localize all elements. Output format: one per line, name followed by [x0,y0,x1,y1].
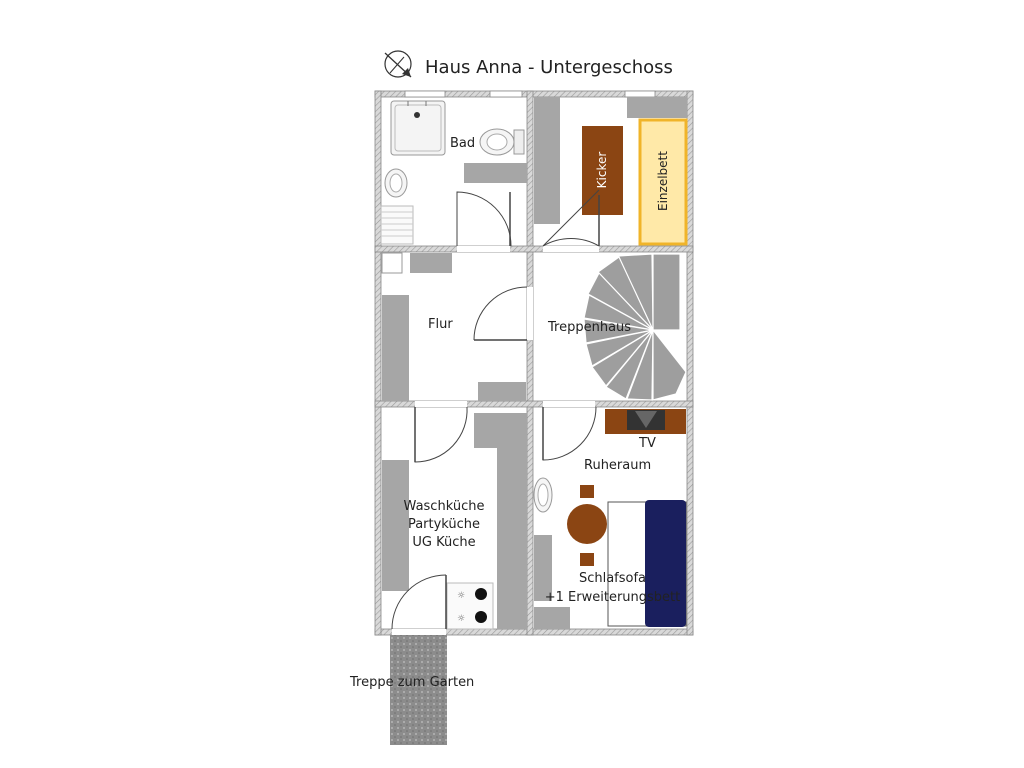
spiral-staircase [583,253,687,401]
exterior-walls [374,90,694,636]
bathroom-counter [464,163,527,183]
door-swing-bad [456,191,512,247]
plan-title: Haus Anna - Untergeschoss [425,57,673,78]
sofa-label: Schlafsofa [578,571,647,586]
kicker-label: Kicker [595,151,609,189]
chair [580,485,594,498]
compass-icon [384,50,412,78]
garden-stairs [390,635,447,745]
counter [497,448,527,629]
interior-walls [374,90,694,636]
chair [580,553,594,566]
room-label-ug-kueche: UG Küche [412,535,476,550]
bathroom-fixtures [380,100,527,247]
drain-icon [414,112,420,118]
garden-stairs-label: Treppe zum Garten [350,675,475,690]
room-label-flur: Flur [428,317,453,332]
hall-shelf [410,253,452,273]
wardrobe [382,295,409,401]
sofa-bed [645,500,686,627]
einzelbett-label: Einzelbett [656,151,670,211]
round-table [567,504,607,544]
stove-icon [446,582,494,630]
shower-tray [390,100,446,156]
cabinet [534,97,560,224]
svg-text:☼: ☼ [457,591,465,601]
shoe-rack [478,382,526,401]
shelf [627,97,687,118]
game-room-furniture [534,97,688,247]
kitchen-fixtures: ☼ ☼ [382,406,527,630]
single-bed [638,118,688,246]
room-label-waschkueche: Waschküche [403,499,485,514]
room-label-partykueche: Partyküche [407,517,481,532]
svg-text:☼: ☼ [457,614,465,624]
sofa-extension-label: +1 Erweiterungsbett [544,590,681,605]
lounge-furniture [533,406,687,629]
cabinets [382,460,409,591]
hallway-furniture [381,252,528,401]
tv-label: TV [639,436,656,451]
room-label-bad: Bad [450,136,476,151]
room-label-treppenhaus: Treppenhaus [548,320,632,335]
room-label-ruheraum: Ruheraum [584,458,652,473]
